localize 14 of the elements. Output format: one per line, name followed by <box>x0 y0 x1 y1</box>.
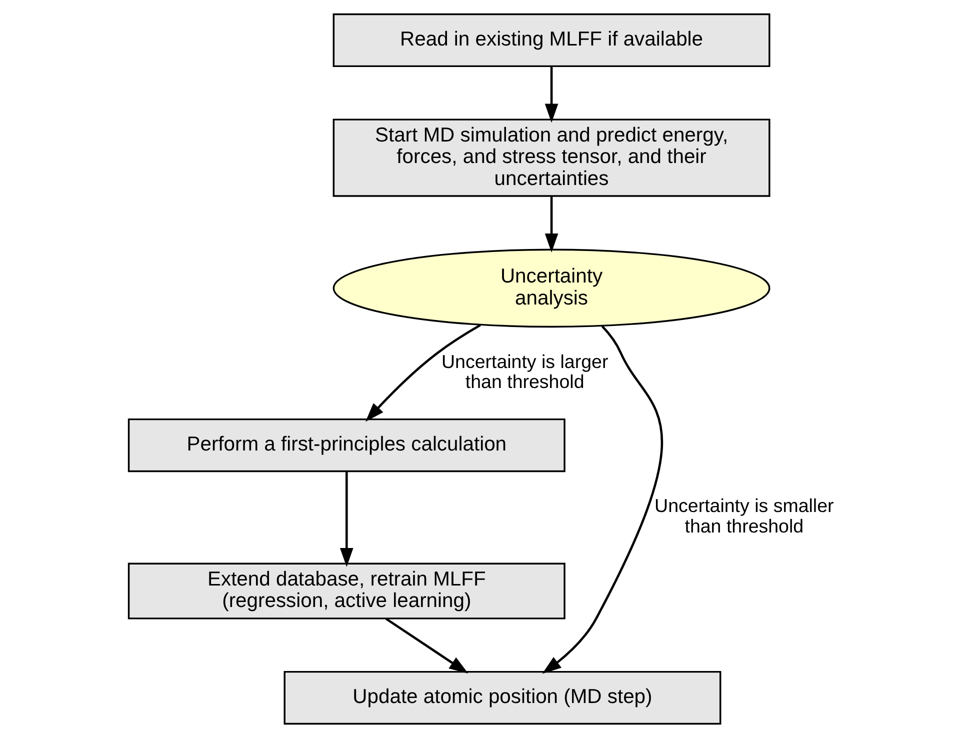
arrow <box>364 324 480 422</box>
edge-label: Uncertainty is smaller than threshold <box>654 495 834 536</box>
arrow <box>384 618 468 674</box>
node-ellipse: Uncertainty analysis <box>332 248 770 328</box>
node-box: Update atomic position (MD step) <box>283 670 721 725</box>
arrow <box>542 325 662 674</box>
arrow <box>339 472 353 568</box>
arrow <box>544 196 558 253</box>
arrow <box>544 66 558 123</box>
edge-label: Uncertainty is larger than threshold <box>440 350 608 392</box>
node-box: Read in existing MLFF if available <box>332 13 770 68</box>
node-box: Start MD simulation and predict energy, forces, and stress tensor, and their uncertainties <box>332 118 770 197</box>
node-box: Extend database, retrain MLFF (regression, active learning) <box>127 562 565 620</box>
node-box: Perform a first-principles calculation <box>127 418 565 472</box>
